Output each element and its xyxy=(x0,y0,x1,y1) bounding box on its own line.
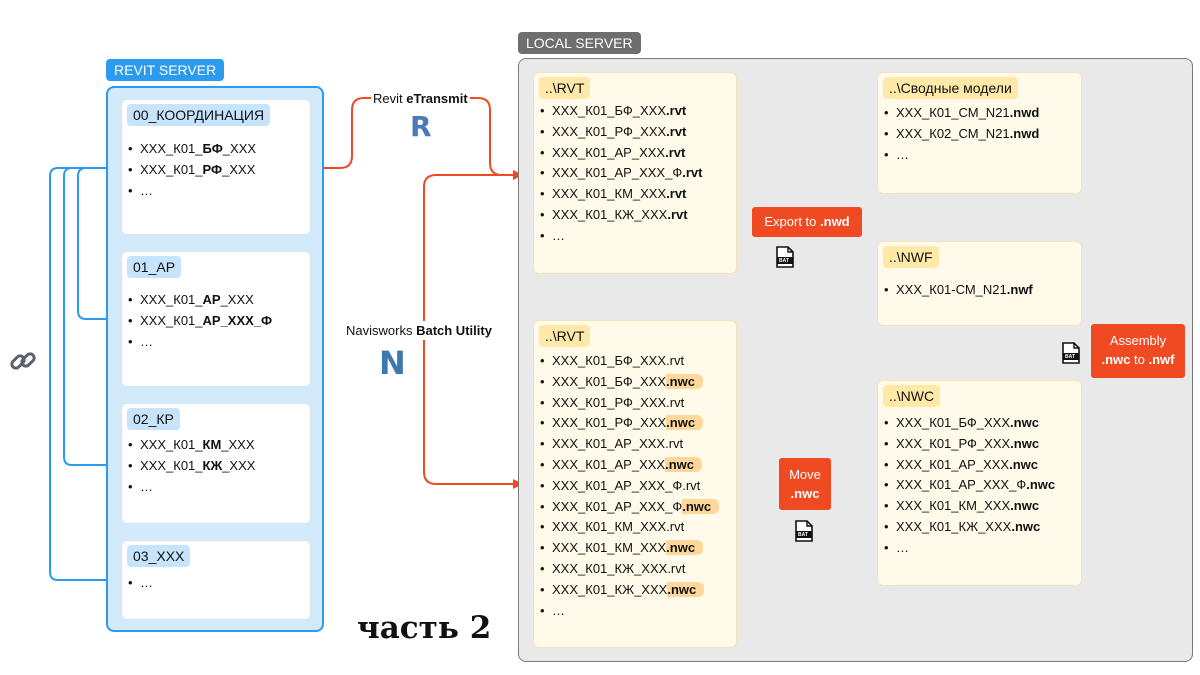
nwf-folder[interactable]: ..\NWF ХХХ_К01-СМ_N21.nwf xyxy=(877,241,1082,326)
list-item: ХХХ_К01_РФ_ХХХ.rvt xyxy=(540,393,719,414)
folder-label: 01_АР xyxy=(127,256,182,278)
revit-folder-xxx[interactable]: 03_ХХХ … xyxy=(121,540,311,620)
move-nwc-action: Move .nwc xyxy=(779,458,831,510)
list-item: ХХХ_К01_АР_ХХХ_Ф.rvt xyxy=(540,163,702,184)
local-rvt-folder[interactable]: ..\RVT ХХХ_К01_БФ_ХХХ.rvt ХХХ_К01_РФ_ХХХ… xyxy=(533,72,737,274)
revit-folder-coordination[interactable]: 00_КООРДИНАЦИЯ ХХХ_К01_БФ_ХХХ ХХХ_К01_РФ… xyxy=(121,99,311,235)
list-item: ХХХ_К01_БФ_ХХХ.rvt xyxy=(540,101,702,122)
folder-items: ХХХ_К01_АР_ХХХ ХХХ_К01_АР_ХХХ_Ф … xyxy=(128,289,272,352)
bat-file-icon: BAT xyxy=(795,520,813,542)
list-item: ХХХ_К01_РФ_ХХХ xyxy=(128,159,256,180)
list-item: … xyxy=(540,601,719,622)
folder-items: ХХХ_К01_БФ_ХХХ.nwc ХХХ_К01_РФ_ХХХ.nwc ХХ… xyxy=(884,413,1055,559)
list-item: ХХХ_К01_СМ_N21.nwd xyxy=(884,103,1039,124)
navisworks-logo: N xyxy=(379,344,406,382)
list-item: ХХХ_К01_РФ_ХХХ.rvt xyxy=(540,122,702,143)
list-item: ХХХ_К01_АР_ХХХ.rvt xyxy=(540,143,702,164)
revit-folder-kr[interactable]: 02_КР ХХХ_К01_КМ_ХХХ ХХХ_К01_КЖ_ХХХ … xyxy=(121,403,311,524)
local-rvt-nwc-folder[interactable]: ..\RVT ХХХ_К01_БФ_ХХХ.rvt ХХХ_К01_БФ_ХХХ… xyxy=(533,320,737,648)
list-item: … xyxy=(128,180,256,201)
folder-items: ХХХ_К01_БФ_ХХХ.rvt ХХХ_К01_РФ_ХХХ.rvt ХХ… xyxy=(540,101,702,247)
list-item: ХХХ_К01_БФ_ХХХ xyxy=(128,138,256,159)
revit-logo: R xyxy=(410,110,432,143)
list-item: ХХХ_К01_АР_ХХХ.nwc xyxy=(884,455,1055,476)
local-server-title: LOCAL SERVER xyxy=(518,32,641,54)
list-item: ХХХ_К01_АР_ХХХ_Ф.rvt xyxy=(540,476,719,497)
list-item: ХХХ_К01_КЖ_ХХХ.rvt xyxy=(540,205,702,226)
folder-items: … xyxy=(128,572,153,593)
folder-label: ..\NWC xyxy=(883,385,941,407)
list-item: ХХХ_К01_КЖ_ХХХ.nwc xyxy=(884,517,1055,538)
list-item: … xyxy=(884,538,1055,559)
bat-file-icon: BAT xyxy=(1062,342,1080,364)
list-item: ХХХ_К01_КМ_ХХХ.rvt xyxy=(540,517,719,538)
list-item: ХХХ_К02_СМ_N21.nwd xyxy=(884,124,1039,145)
link-line-xxx xyxy=(49,164,120,581)
folder-items: ХХХ_К01_СМ_N21.nwd ХХХ_К02_СМ_N21.nwd … xyxy=(884,103,1039,165)
list-item: ХХХ_К01_КМ_ХХХ.nwc xyxy=(884,496,1055,517)
list-item: … xyxy=(540,226,702,247)
list-item: ХХХ_К01_КЖ_ХХХ.rvt xyxy=(540,559,719,580)
folder-items: ХХХ_К01_БФ_ХХХ ХХХ_К01_РФ_ХХХ … xyxy=(128,138,256,201)
part-caption: часть 2 xyxy=(357,610,492,646)
folder-label: 03_ХХХ xyxy=(127,545,191,567)
export-nwd-action: Export to .nwd xyxy=(752,207,862,237)
folder-label: ..\NWF xyxy=(883,246,939,268)
list-item: ХХХ_К01_БФ_ХХХ.nwc xyxy=(884,413,1055,434)
list-item: … xyxy=(128,476,255,497)
folder-label: ..\RVT xyxy=(539,77,591,99)
revit-server-title: REVIT SERVER xyxy=(106,59,225,81)
list-item: ХХХ_К01_КМ_ХХХ.nwc xyxy=(540,538,719,559)
list-item: … xyxy=(128,572,153,593)
folder-label: ..\RVT xyxy=(539,325,591,347)
link-icon xyxy=(8,346,38,376)
list-item: … xyxy=(128,331,272,352)
folder-items: ХХХ_К01-СМ_N21.nwf xyxy=(884,280,1033,301)
list-item: … xyxy=(884,145,1039,166)
list-item: ХХХ_К01_АР_ХХХ_Ф.nwc xyxy=(540,497,720,518)
list-item: ХХХ_К01_АР_ХХХ xyxy=(128,289,272,310)
list-item: ХХХ_К01_БФ_ХХХ.rvt xyxy=(540,351,719,372)
summary-models-folder[interactable]: ..\Сводные модели ХХХ_К01_СМ_N21.nwd ХХХ… xyxy=(877,72,1082,194)
folder-items: ХХХ_К01_БФ_ХХХ.rvt ХХХ_К01_БФ_ХХХ.nwc ХХ… xyxy=(540,351,720,622)
list-item: ХХХ_К01_КМ_ХХХ xyxy=(128,434,255,455)
folder-label: 02_КР xyxy=(127,408,180,430)
folder-items: ХХХ_К01_КМ_ХХХ ХХХ_К01_КЖ_ХХХ … xyxy=(128,434,255,497)
bat-file-icon: BAT xyxy=(776,246,794,268)
list-item: ХХХ_К01_АР_ХХХ_Ф xyxy=(128,310,272,331)
nwc-folder[interactable]: ..\NWC ХХХ_К01_БФ_ХХХ.nwc ХХХ_К01_РФ_ХХХ… xyxy=(877,380,1082,586)
list-item: ХХХ_К01_АР_ХХХ_Ф.nwc xyxy=(884,475,1055,496)
list-item: ХХХ_К01_АР_ХХХ.rvt xyxy=(540,434,719,455)
folder-label: ..\Сводные модели xyxy=(883,77,1018,99)
list-item: ХХХ_К01_КМ_ХХХ.rvt xyxy=(540,184,702,205)
list-item: ХХХ_К01_КЖ_ХХХ.nwc xyxy=(540,580,719,601)
revit-folder-ar[interactable]: 01_АР ХХХ_К01_АР_ХХХ ХХХ_К01_АР_ХХХ_Ф … xyxy=(121,251,311,387)
list-item: ХХХ_К01_АР_ХХХ.nwc xyxy=(540,455,719,476)
list-item: ХХХ_К01_РФ_ХХХ.nwc xyxy=(884,434,1055,455)
list-item: ХХХ_К01_РФ_ХХХ.nwc xyxy=(540,413,719,434)
assembly-nwf-action: Assembly .nwc to .nwf xyxy=(1091,324,1185,378)
folder-label: 00_КООРДИНАЦИЯ xyxy=(127,104,271,126)
list-item: ХХХ_К01-СМ_N21.nwf xyxy=(884,280,1033,301)
list-item: ХХХ_К01_КЖ_ХХХ xyxy=(128,455,255,476)
batch-utility-caption: Navisworks Batch Utility xyxy=(344,321,494,340)
list-item: ХХХ_К01_БФ_ХХХ.nwc xyxy=(540,372,719,393)
etransmit-caption: Revit eTransmit xyxy=(371,91,470,106)
